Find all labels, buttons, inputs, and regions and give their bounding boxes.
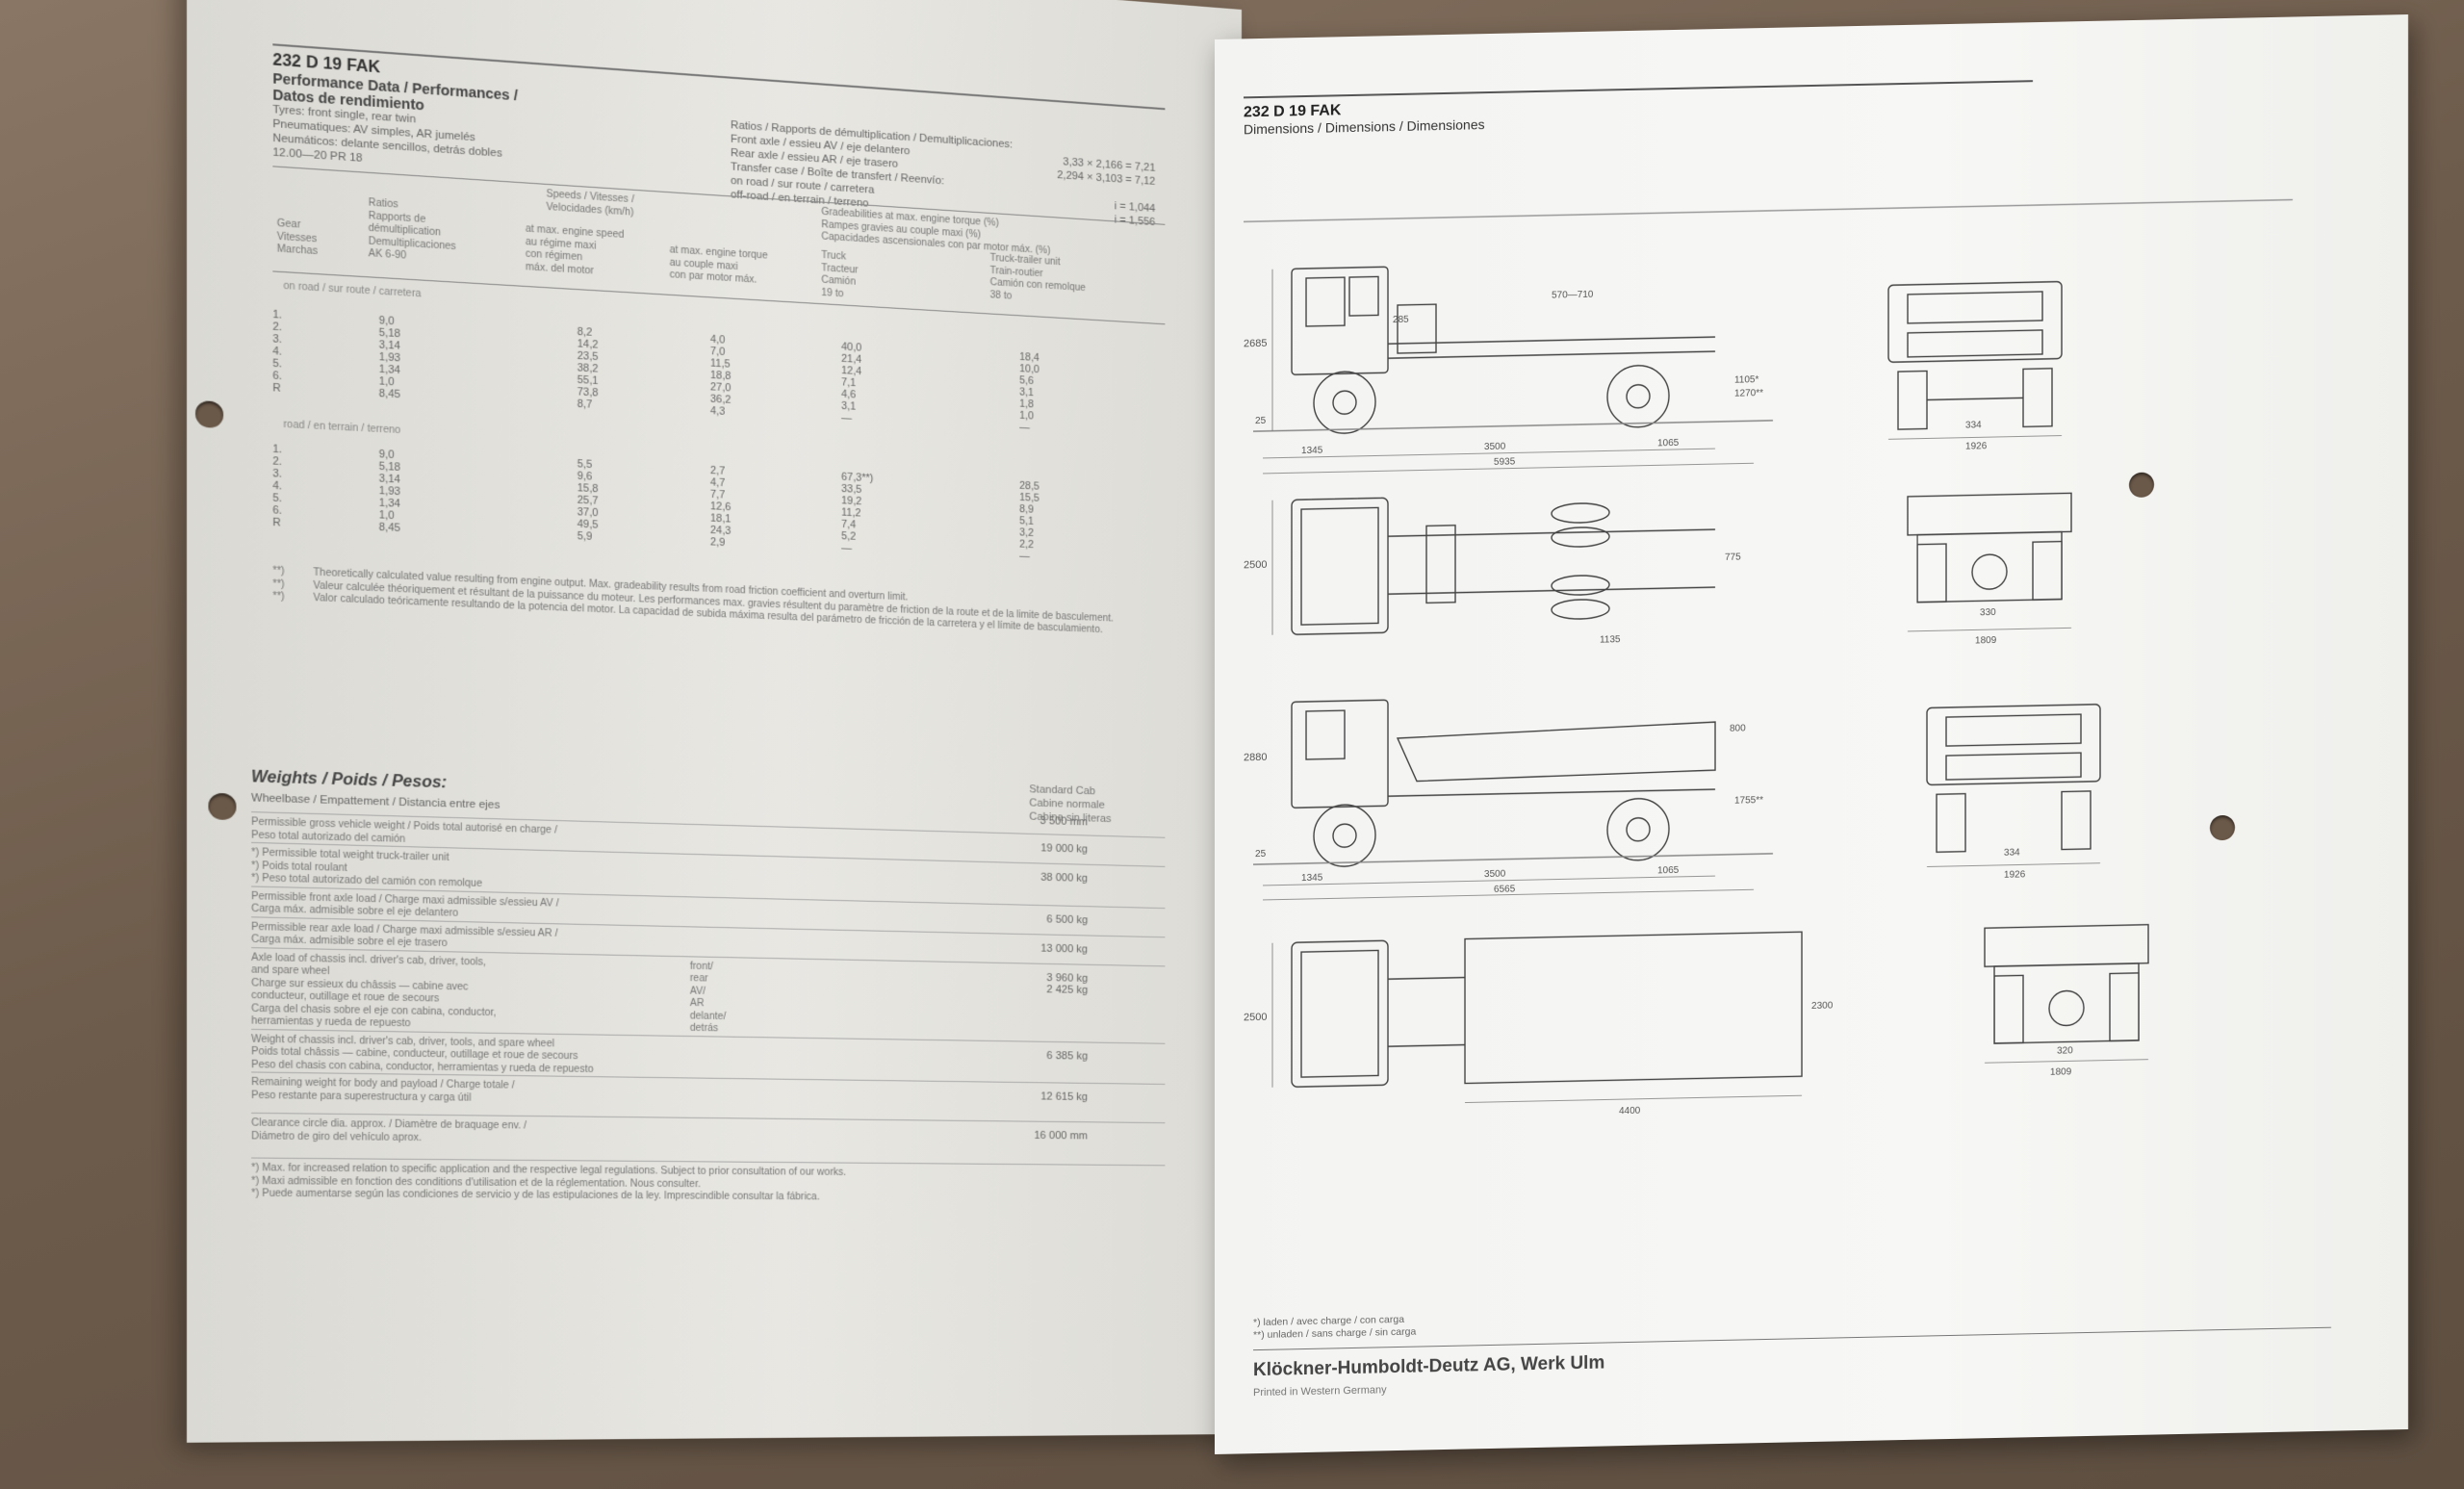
dim-label: 1755** — [1734, 795, 1763, 807]
dim-label: 25 — [1255, 416, 1267, 426]
dim-label: 2880 — [1244, 752, 1267, 764]
right-page: 232 D 19 FAK Dimensions / Dimensions / D… — [1215, 14, 2408, 1454]
dim-label: 2300 — [1811, 1001, 1834, 1012]
dim-label: 1270** — [1734, 388, 1763, 399]
right-header: 232 D 19 FAK Dimensions / Dimensions / D… — [1244, 80, 2033, 137]
dim-label: 2685 — [1244, 338, 1267, 350]
dim-label: 1809 — [1975, 635, 1997, 646]
chassis-front-view — [1887, 280, 2063, 440]
left-page: 232 D 19 FAK Performance Data / Performa… — [187, 0, 1242, 1443]
chassis-side-view — [1253, 266, 1773, 475]
dim-label: 570—710 — [1552, 290, 1594, 301]
dim-label: 334 — [2004, 847, 2020, 858]
dim-label: 6565 — [1494, 884, 1516, 894]
dim-label: 1926 — [1965, 441, 1988, 451]
performance-footnotes: **)Theoretically calculated value result… — [272, 565, 1165, 639]
dim-label: 3500 — [1484, 869, 1506, 880]
technical-drawings: 2685 285 570—710 1105* 1270** 25 1345 35… — [1244, 198, 2293, 1117]
dim-label: 1345 — [1301, 873, 1323, 884]
dim-label: 4400 — [1619, 1106, 1641, 1117]
chassis-top-view — [1271, 497, 1715, 635]
dim-label: 1809 — [2050, 1066, 2072, 1077]
dim-label: 3500 — [1484, 442, 1506, 452]
dim-label: 330 — [1980, 607, 1996, 618]
dim-label: 320 — [2057, 1045, 2073, 1056]
dim-label: 1135 — [1600, 634, 1621, 645]
tipper-top-view — [1271, 931, 1803, 1103]
punch-hole — [208, 792, 237, 821]
off-road-label: road / en terrain / terreno — [283, 419, 401, 437]
dim-label: 775 — [1725, 552, 1741, 563]
tipper-front-view — [1926, 704, 2101, 867]
dim-label: 1926 — [2004, 869, 2026, 880]
header-gradeability: Gradeabilities at max. engine torque (%)… — [821, 206, 1051, 257]
tipper-rear-view — [1984, 923, 2149, 1064]
header-speeds: Speeds / Vitesses /Velocidades (km/h) — [546, 189, 634, 218]
weight-row: Clearance circle dia. approx. / Diamètre… — [251, 1112, 1166, 1152]
dim-label: 1065 — [1657, 865, 1680, 876]
dimension-drawings: 2685 285 570—710 1105* 1270** 25 1345 35… — [1234, 159, 2389, 1299]
right-footer: *) laden / avec charge / con carga **) u… — [1253, 1295, 2331, 1399]
on-road-label: on road / sur route / carretera — [283, 280, 422, 300]
punch-hole — [194, 399, 224, 429]
dim-label: 1105* — [1734, 374, 1759, 386]
dim-label: 2500 — [1244, 559, 1267, 572]
tipper-side-view — [1253, 699, 1773, 901]
dim-label: 285 — [1393, 315, 1409, 325]
chassis-rear-view — [1907, 492, 2072, 632]
dim-label: 1065 — [1657, 438, 1680, 449]
dim-label: 5935 — [1494, 456, 1516, 467]
dim-label: 25 — [1255, 849, 1267, 860]
dim-label: 334 — [1965, 420, 1982, 430]
dim-label: 1345 — [1301, 446, 1323, 456]
dim-label: 2500 — [1244, 1012, 1267, 1024]
bottom-notes: *) Max. for increased relation to specif… — [251, 1157, 1166, 1207]
dim-label: 800 — [1730, 723, 1746, 733]
